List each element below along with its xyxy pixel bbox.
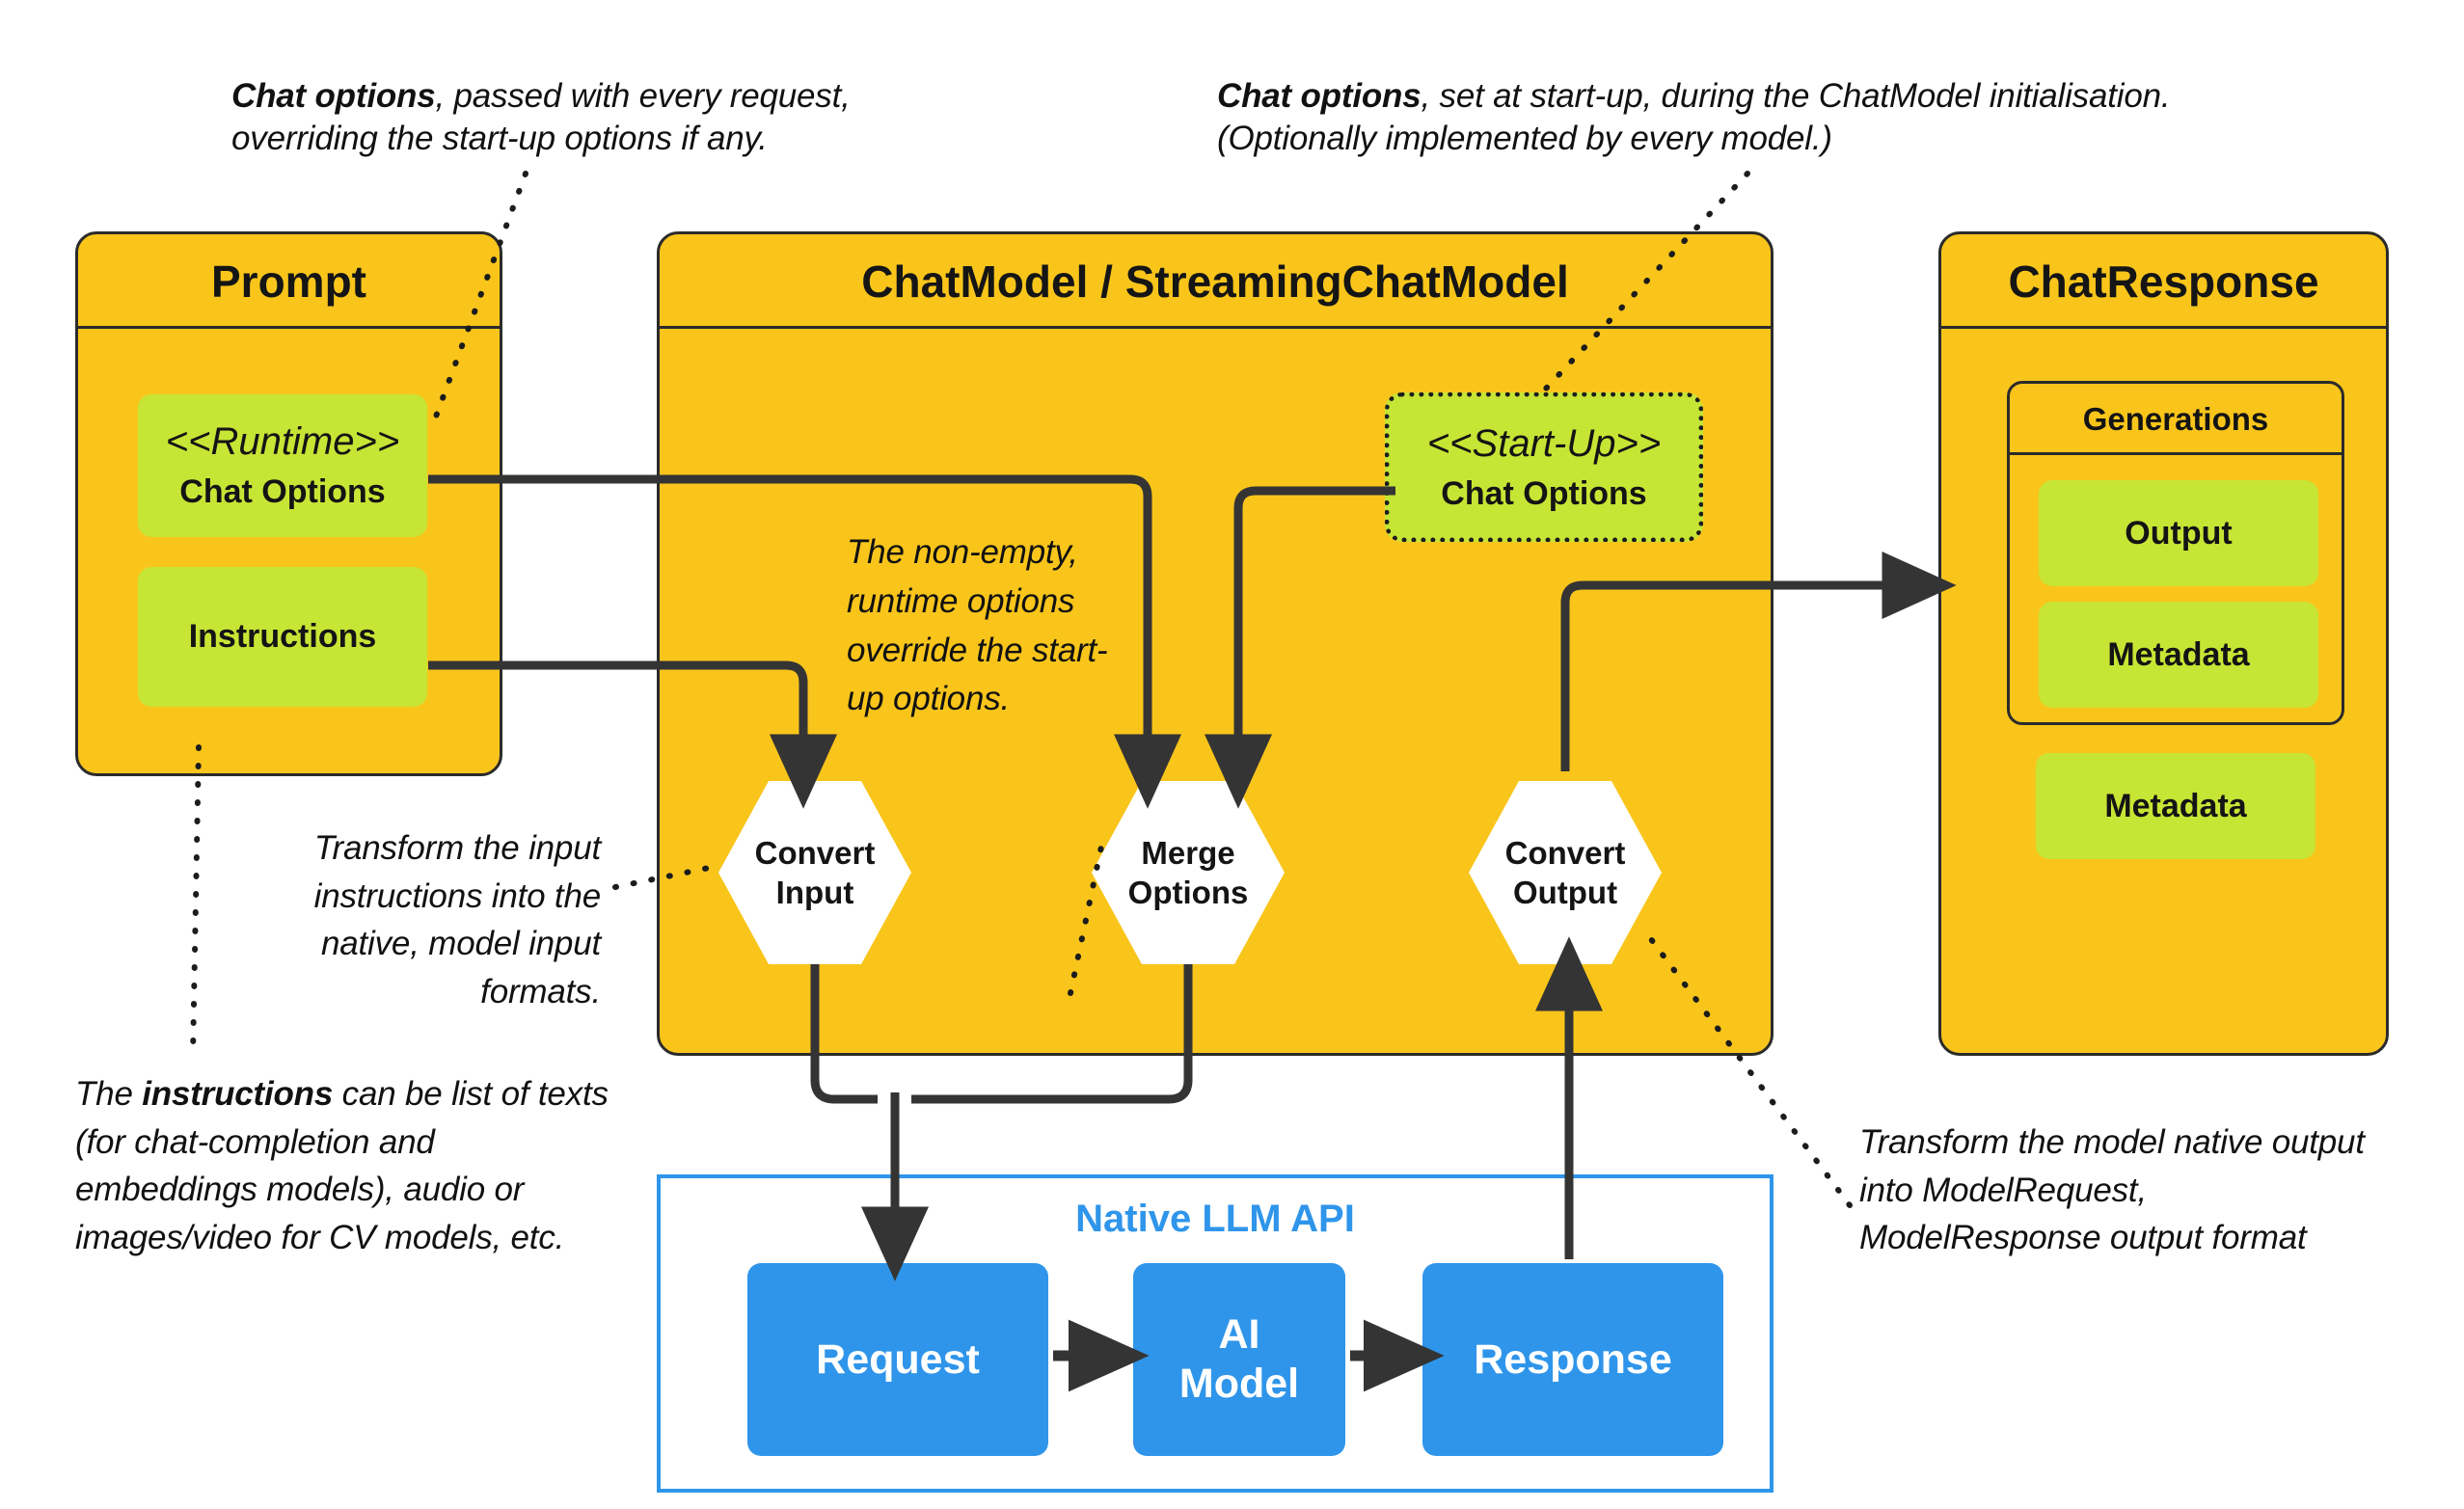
convert-input-line2: Input: [775, 875, 854, 910]
runtime-stereotype-label: <<Runtime>>: [165, 420, 400, 463]
prompt-instructions-chip[interactable]: Instructions: [138, 567, 427, 707]
hexagon-convert-input-label: Convert Input: [718, 781, 911, 964]
native-ai-model-box[interactable]: AI Model: [1133, 1263, 1345, 1456]
convert-output-line2: Output: [1512, 875, 1618, 910]
runtime-chat-options-label: Chat Options: [179, 473, 386, 510]
annotation-runtime-line2: overriding the start-up options if any.: [231, 119, 768, 157]
instructions-note-bold: instructions: [142, 1075, 334, 1113]
hexagon-merge-options[interactable]: Merge Options: [1092, 781, 1285, 964]
instructions-note-pre: The: [75, 1075, 143, 1113]
annotation-startup-rest: , set at start-up, during the ChatModel …: [1421, 77, 2171, 115]
annotation-runtime-rest: , passed with every request,: [435, 77, 851, 115]
annotation-startup-chat-options: Chat options, set at start-up, during th…: [1217, 75, 2297, 160]
chatresponse-title: ChatResponse: [1941, 234, 2386, 329]
chatmodel-startup-chat-options-chip[interactable]: <<Start-Up>> Chat Options: [1385, 392, 1703, 542]
native-ai-model-line2: Model: [1178, 1361, 1300, 1407]
annotation-runtime-chat-options: Chat options, passed with every request,…: [231, 75, 926, 160]
annotation-startup-bold: Chat options: [1217, 77, 1422, 115]
chatresponse-metadata-chip[interactable]: Metadata: [2036, 753, 2315, 859]
native-response-box[interactable]: Response: [1422, 1263, 1723, 1456]
generations-metadata-chip[interactable]: Metadata: [2039, 602, 2318, 708]
hexagon-convert-output[interactable]: Convert Output: [1469, 781, 1662, 964]
annotation-instructions-note: The instructions can be list of texts (f…: [75, 1070, 615, 1262]
native-llm-api-title: Native LLM API: [1075, 1198, 1355, 1240]
prompt-title: Prompt: [78, 234, 500, 329]
annotation-runtime-bold: Chat options: [231, 77, 436, 115]
hexagon-merge-options-label: Merge Options: [1092, 781, 1285, 964]
generations-subbox: Generations Output Metadata: [2007, 381, 2344, 725]
prompt-runtime-chat-options-chip[interactable]: <<Runtime>> Chat Options: [138, 394, 427, 537]
outer-metadata-label: Metadata: [2104, 787, 2247, 824]
merge-options-line1: Merge: [1141, 834, 1235, 871]
instructions-note-rest: can be list of texts (for chat-completio…: [75, 1075, 609, 1257]
native-request-box[interactable]: Request: [747, 1263, 1048, 1456]
chatresponse-package: ChatResponse Generations Output Metadata…: [1938, 231, 2389, 1056]
startup-stereotype-label: <<Start-Up>>: [1426, 421, 1662, 465]
convert-input-line1: Convert: [754, 834, 876, 871]
merge-options-line2: Options: [1127, 875, 1249, 910]
hexagon-convert-input[interactable]: Convert Input: [718, 781, 911, 964]
chatmodel-title: ChatModel / StreamingChatModel: [660, 234, 1771, 329]
hexagon-convert-output-label: Convert Output: [1469, 781, 1662, 964]
native-llm-api-box: Native LLM API Request AI Model Response: [657, 1174, 1774, 1493]
native-ai-model-line1: AI: [1218, 1311, 1260, 1359]
leader-instructions-note: [190, 744, 202, 1059]
annotation-startup-line2: (Optionally implemented by every model.): [1217, 119, 1832, 157]
annotation-merge-options-note: The non-empty, runtime options override …: [847, 533, 1108, 718]
generations-output-chip[interactable]: Output: [2039, 480, 2318, 586]
instructions-label: Instructions: [188, 618, 377, 655]
prompt-package: Prompt <<Runtime>> Chat Options Instruct…: [75, 231, 502, 776]
convert-output-line1: Convert: [1504, 834, 1626, 871]
native-response-label: Response: [1474, 1335, 1672, 1383]
startup-chat-options-label: Chat Options: [1441, 474, 1647, 512]
annotation-convert-output-note: Transform the model native output into M…: [1859, 1123, 2365, 1257]
output-label: Output: [2125, 514, 2233, 552]
inner-metadata-label: Metadata: [2107, 635, 2250, 673]
native-request-label: Request: [816, 1335, 980, 1383]
annotation-convert-input-note: Transform the input instructions into th…: [313, 829, 602, 1011]
generations-title: Generations: [2010, 384, 2342, 455]
